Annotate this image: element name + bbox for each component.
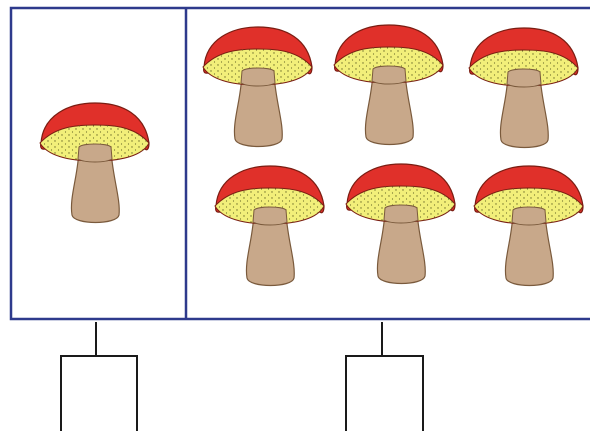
left-answer-bracket xyxy=(60,322,138,431)
mushroom-icon xyxy=(39,102,150,224)
mushroom-icon xyxy=(202,26,313,148)
right-answer-bracket xyxy=(345,322,424,431)
left-answer-box[interactable] xyxy=(62,357,136,431)
mushroom-icon xyxy=(214,165,325,287)
mushroom-icon xyxy=(473,165,584,287)
outer-frame xyxy=(9,6,590,321)
right-answer-box[interactable] xyxy=(347,357,422,431)
right-mushroom-group xyxy=(202,24,584,287)
mushroom-icon xyxy=(333,24,444,146)
left-mushroom-group xyxy=(39,102,150,224)
mushroom-icon xyxy=(468,27,579,149)
mushroom-icon xyxy=(345,163,456,285)
